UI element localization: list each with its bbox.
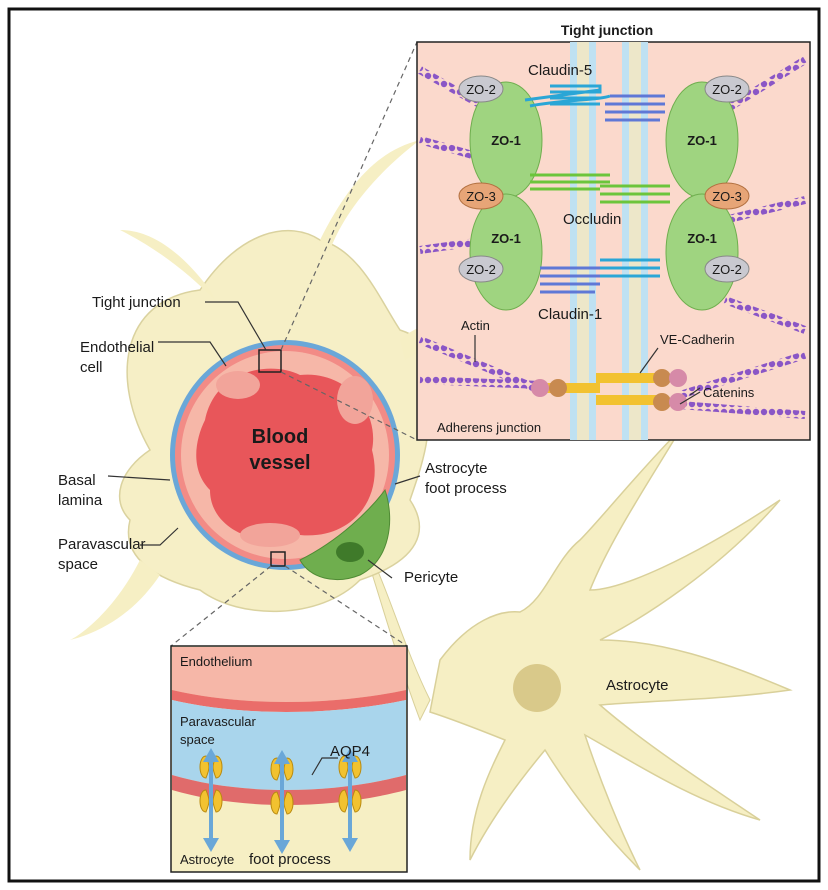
label-blood-vessel-2: vessel [249,452,310,474]
label-pericyte: Pericyte [404,569,458,586]
label-zo1-left-bottom: ZO-1 [491,231,521,246]
tight-junction-panel [417,42,810,440]
label-zo1-right-top: ZO-1 [687,133,717,148]
label-tight-junction: Tight junction [92,294,181,311]
label-astrocyte: Astrocyte [606,677,669,694]
aqp4-panel [171,646,407,872]
label-zo1-right-bottom: ZO-1 [687,231,717,246]
label-zo3-right: ZO-3 [712,189,742,204]
label-zo2-right-top: ZO-2 [712,82,742,97]
label-paravascular-space-1: Paravascular [58,536,146,553]
panel-title: Tight junction [561,22,653,38]
label-zo1-left-top: ZO-1 [491,133,521,148]
label-basal-lamina-1: Basal [58,472,96,489]
label-zo2-left-top: ZO-2 [466,82,496,97]
label-zo2-left-bottom: ZO-2 [466,262,496,277]
label-astrocyte-foot-process-2: foot process [425,480,507,497]
label-endothelial-cell-2: cell [80,359,103,376]
label-astrocyte-foot-process-panel-b: foot process [249,851,331,868]
label-aqp4: AQP4 [330,743,370,760]
label-catenins: Catenins [703,385,755,400]
label-actin: Actin [461,318,490,333]
label-blood-vessel-1: Blood [252,426,309,448]
label-astrocyte-foot-process-panel-a: Astrocyte [180,852,234,867]
label-aqp4-paravascular-2: space [180,732,215,747]
label-aqp4-paravascular-1: Paravascular [180,714,257,729]
label-ve-cadherin: VE-Cadherin [660,332,734,347]
label-occludin: Occludin [563,211,621,228]
label-zo3-left: ZO-3 [466,189,496,204]
label-paravascular-space-2: space [58,556,98,573]
label-endothelial-cell-1: Endothelial [80,339,154,356]
label-basal-lamina-2: lamina [58,492,103,509]
label-claudin-1: Claudin-1 [538,306,602,323]
label-astrocyte-foot-process-1: Astrocyte [425,460,488,477]
label-endothelium: Endothelium [180,654,252,669]
label-claudin-5: Claudin-5 [528,62,592,79]
label-adherens-junction: Adherens junction [437,420,541,435]
label-zo2-right-bottom: ZO-2 [712,262,742,277]
